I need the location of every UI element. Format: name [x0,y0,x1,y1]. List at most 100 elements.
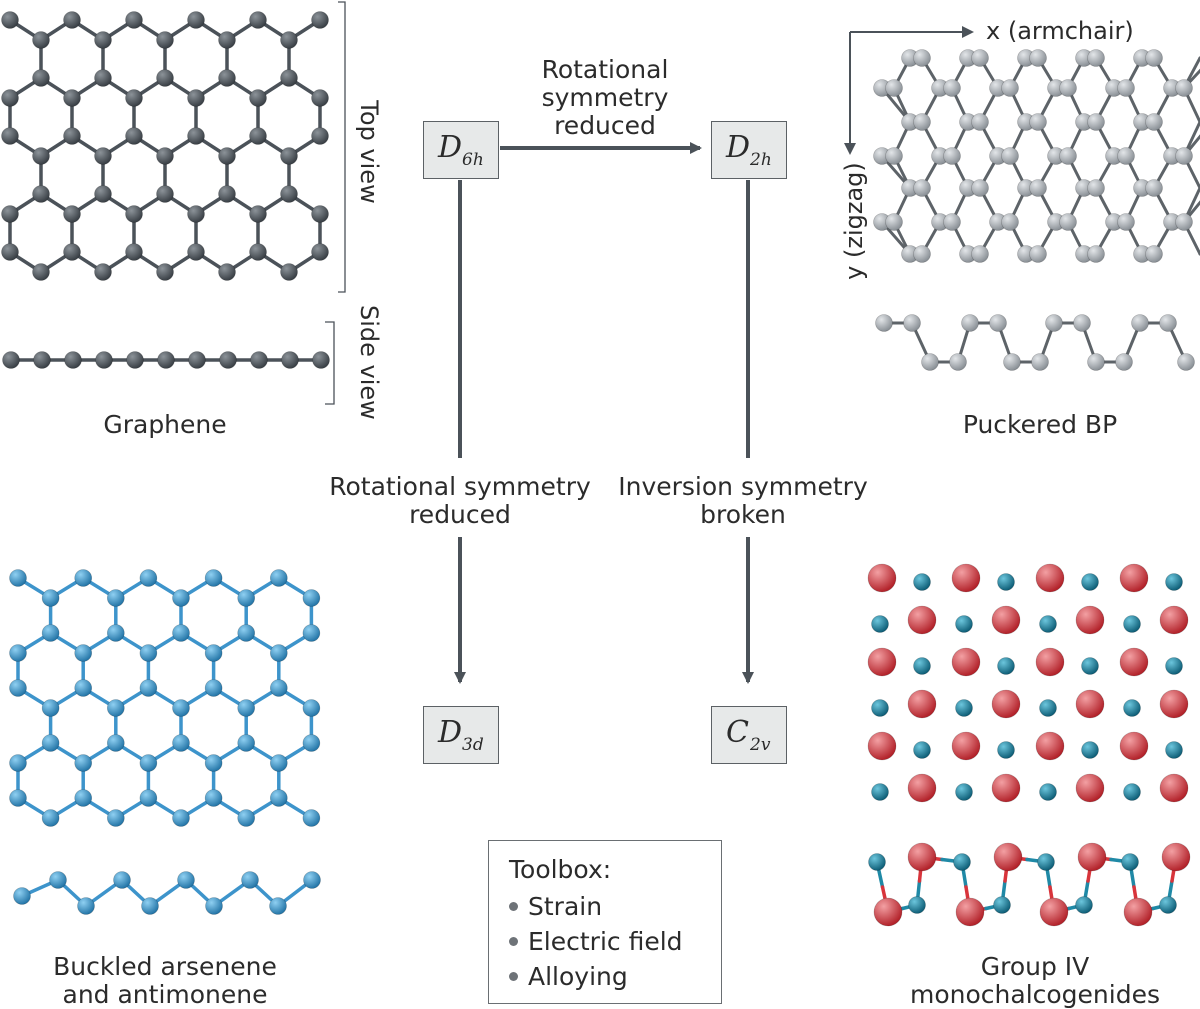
symmetry-letter: D [726,131,750,165]
side-view-label: Side view [353,305,383,415]
toolbox-list: Strain Electric field Alloying [509,889,683,994]
atom [50,872,67,889]
atom [914,574,931,591]
symmetry-letter: D [438,716,462,750]
atom [188,12,205,29]
atom [1118,214,1135,231]
atom [78,898,95,915]
atom [75,570,92,587]
top-arrow-label-line1: Rotational [500,56,710,84]
atom [250,12,267,29]
atom [14,888,31,905]
atom [3,352,20,369]
atom [1166,658,1183,675]
atom [312,12,329,29]
atom [140,755,157,772]
atom [303,625,320,642]
atom [250,90,267,107]
atom [1146,180,1163,197]
atom [1088,246,1105,263]
atom [34,352,51,369]
atom [1162,843,1190,871]
atom [1166,742,1183,759]
atom [1046,315,1063,332]
atom [33,32,50,49]
atom [1082,658,1099,675]
atom [908,606,936,634]
buckled-arsenene-lattice [10,570,321,915]
atom [157,32,174,49]
atom [219,186,236,203]
atom [952,648,980,676]
atom [1160,690,1188,718]
atom [922,354,939,371]
atom [1030,180,1047,197]
atom [2,244,19,261]
symmetry-d3d: D 3d [423,706,499,764]
atom [127,352,144,369]
buckled-label: Buckled arsenene and antimonene [20,953,310,1009]
atom [1176,80,1193,97]
atom [238,735,255,752]
toolbox-title: Toolbox: [509,855,611,885]
atom [914,742,931,759]
atom [10,680,27,697]
atom [303,810,320,827]
right-arrow-label-line1: Inversion symmetry [603,473,883,501]
atom [1030,50,1047,67]
atom [312,206,329,223]
atom [992,690,1020,718]
atom [1004,354,1021,371]
atom [10,570,27,587]
atom [914,658,931,675]
atom [1036,564,1064,592]
atom [188,206,205,223]
atom [944,148,961,165]
atom [868,732,896,760]
atom [64,90,81,107]
x-axis-label: x (armchair) [986,17,1134,45]
atom [914,180,931,197]
atom [1118,148,1135,165]
atom [869,854,886,871]
atom [188,244,205,261]
atom [173,735,190,752]
graphene-lattice [2,12,330,369]
atom [1060,214,1077,231]
toolbox-panel: Toolbox: Strain Electric field Alloying [488,840,722,1004]
atom [998,658,1015,675]
atom [2,90,19,107]
atom [954,854,971,871]
atom [1060,148,1077,165]
atom [33,186,50,203]
graphene-label: Graphene [60,411,270,439]
atom [1040,784,1057,801]
atom [250,206,267,223]
puckered-bp-lattice [874,50,1200,371]
atom [312,244,329,261]
puckered-bp-label: Puckered BP [920,411,1160,439]
atom [220,352,237,369]
atom [114,872,131,889]
atom [95,186,112,203]
atom [1160,606,1188,634]
symmetry-subscript: 3d [462,735,484,755]
atom [126,12,143,29]
atom [904,315,921,332]
atom [95,32,112,49]
atom [1166,574,1183,591]
atom [157,70,174,87]
top-arrow-label-line2: symmetry [500,84,710,112]
atom [868,648,896,676]
atom [972,180,989,197]
atom [944,80,961,97]
atom [950,354,967,371]
atom [188,128,205,145]
atom [1040,616,1057,633]
atom [1160,315,1177,332]
atom [42,700,59,717]
atom [270,898,287,915]
atom [1146,246,1163,263]
atom [107,810,124,827]
atom [219,70,236,87]
